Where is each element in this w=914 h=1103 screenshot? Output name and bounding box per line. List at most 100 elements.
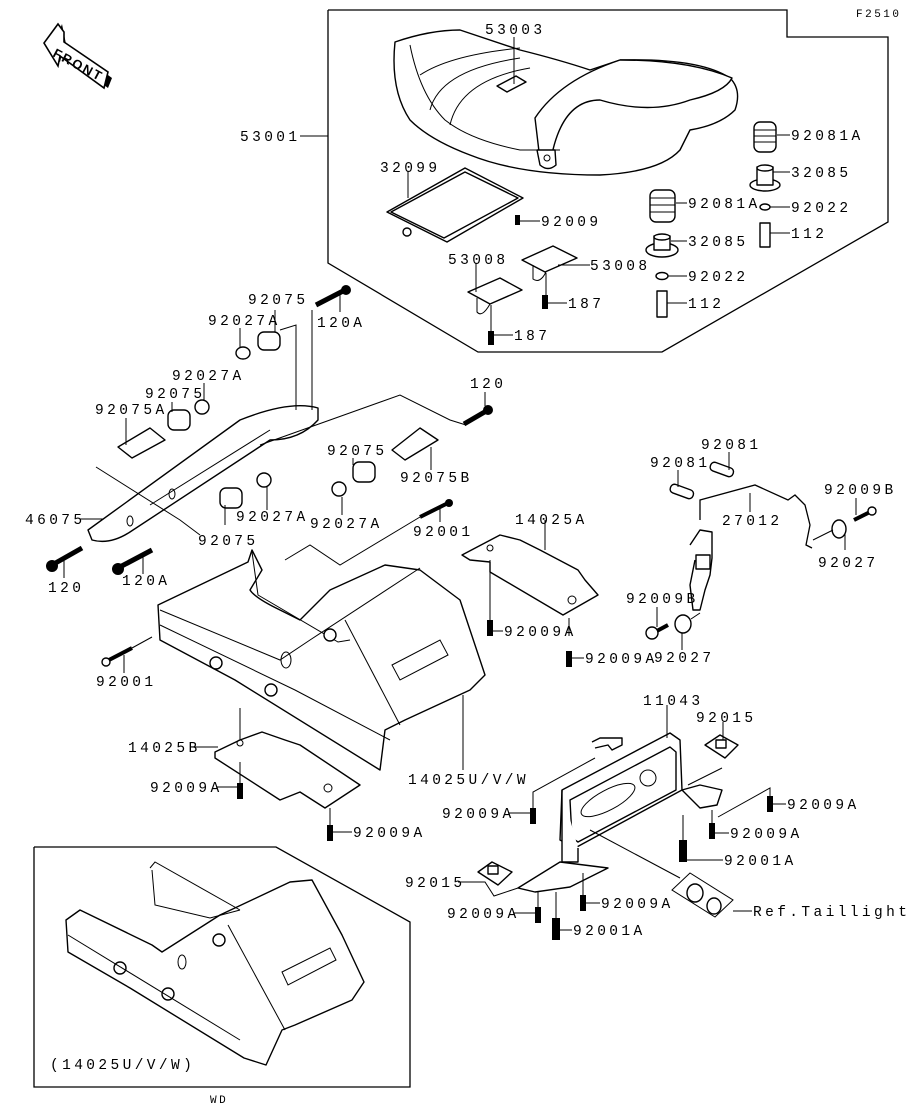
label-92009A-c3: 92009A [730,827,803,843]
label-92001-mid: 92001 [413,525,474,541]
ref-taillight-label[interactable]: Ref.Taillight [753,905,910,921]
label-92009A-c1: 92009A [442,807,515,823]
label-92009B-left: 92009B [626,592,699,608]
label-27012: 27012 [722,514,783,530]
spring-lower [649,189,676,223]
collar-right [352,461,376,483]
label-92009: 92009 [541,215,602,231]
label-92009A-c5: 92009A [601,897,674,913]
label-11043: 11043 [643,694,704,710]
label-92001A-b: 92001A [573,924,646,940]
label-92009A-14025B-1: 92009A [150,781,223,797]
label-14025A: 14025A [515,513,588,529]
rail-mount-right [391,427,439,461]
label-32085-lower: 32085 [688,235,749,251]
label-92015-lower: 92015 [405,876,466,892]
label-92022-upper: 92022 [791,201,852,217]
collar-92027-right [831,519,847,539]
label-53003: 53003 [485,23,546,39]
label-92009B-right: 92009B [824,483,897,499]
label-92027-right: 92027 [818,556,879,572]
rail-mount-left [117,427,166,459]
spring-92081-right [709,461,735,478]
label-92081-right: 92081 [701,438,762,454]
bolt-92001-mid [419,499,453,519]
spring-92081-left [669,483,695,500]
label-32085-upper: 32085 [791,166,852,182]
label-53008-right: 53008 [590,259,651,275]
inset-outline [33,846,411,1088]
label-120-right: 120 [470,377,506,393]
storage-tray [386,167,524,243]
label-187-right: 187 [568,297,604,313]
label-32099: 32099 [380,161,441,177]
label-92009A-14025B-2: 92009A [353,826,426,842]
seat-group-outline [327,9,889,353]
plate-14025B [214,731,361,809]
damper-upper [749,164,781,192]
bolt-92001-left [101,646,133,667]
label-92075-top: 92075 [248,293,309,309]
label-92081A-upper: 92081A [791,129,864,145]
rear-fender [157,549,486,771]
label-92081-left: 92081 [650,456,711,472]
label-92009A-c2: 92009A [787,798,860,814]
clip-nut-upper [704,734,739,759]
label-112-upper: 112 [791,227,827,243]
label-14025UVW: 14025U/V/W [408,773,529,789]
license-bracket [517,732,723,893]
collar-mid [167,399,210,431]
spring-upper [753,121,777,153]
bolt-120A-top [314,285,351,308]
clip-nut-lower [477,861,513,886]
seat-bracket-left [467,277,523,315]
label-92075-mid: 92075 [145,387,206,403]
bolt-120A-left [112,547,154,575]
label-92027A-low-right: 92027A [310,517,383,533]
taillight-grommets [671,872,734,918]
label-92075B: 92075B [400,471,473,487]
inset-caption: (14025U/V/W) [50,1058,195,1074]
seat-lock-rod [689,484,813,611]
collar-92027-left [674,614,692,634]
grab-rail [87,405,319,543]
label-120A-left: 120A [122,574,170,590]
damper-lower [645,233,679,258]
label-187-left: 187 [514,329,550,345]
bolt-92009B-left [645,623,669,640]
seat-bracket-right [521,245,578,281]
label-120A-top: 120A [317,316,365,332]
label-92027A-top: 92027A [208,314,281,330]
bolt-92009B-right [853,506,877,522]
label-92027A-mid: 92027A [172,369,245,385]
label-92027-left: 92027 [654,651,715,667]
label-120-left: 120 [48,581,84,597]
label-92015-upper: 92015 [696,711,757,727]
bolt-120-left [46,545,84,572]
label-92075-low: 92075 [198,534,259,550]
label-14025B: 14025B [128,741,201,757]
label-92001A-a: 92001A [724,854,797,870]
label-92009A-14025A-1: 92009A [504,625,577,641]
label-53008-left: 53008 [448,253,509,269]
label-92022-lower: 92022 [688,270,749,286]
collar-top [235,331,281,360]
label-92009A-14025A-2: 92009A [585,652,658,668]
label-92075A: 92075A [95,403,168,419]
plate-14025A [461,534,599,616]
label-53001: 53001 [240,130,301,146]
footer-code: WD [210,1095,228,1103]
label-92009A-c4: 92009A [447,907,520,923]
rear-fender-inset [65,861,365,1066]
label-112-lower: 112 [688,297,724,313]
label-92075-right: 92075 [327,444,388,460]
label-92081A-lower: 92081A [688,197,761,213]
label-92027A-low-left: 92027A [236,510,309,526]
label-92001-left: 92001 [96,675,157,691]
bolt-120-right [462,405,493,427]
front-arrow-icon: FRONT [43,22,112,90]
collar-low [219,472,272,509]
seat [393,29,739,176]
label-46075: 46075 [25,513,86,529]
